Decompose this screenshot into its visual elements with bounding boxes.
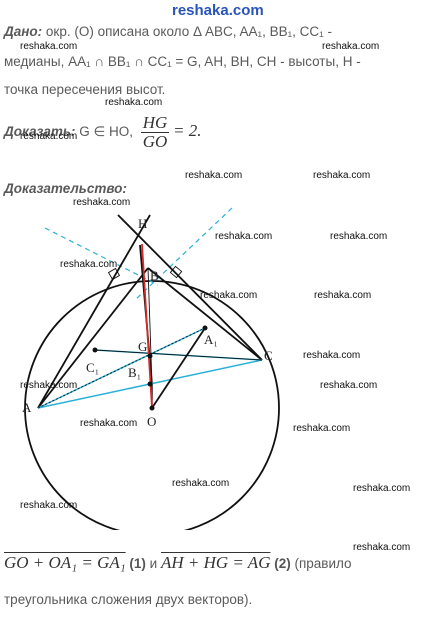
median-aa1 [37, 327, 206, 409]
label-o: O [147, 414, 156, 429]
watermark: reshaka.com [353, 542, 411, 553]
watermark: reshaka.com [172, 478, 230, 489]
watermark: reshaka.com [215, 231, 273, 242]
side-ab [37, 267, 149, 409]
proof-label: Доказательство: [4, 181, 127, 196]
given-line-2: медианы, AA₁ ∩ BB₁ ∩ CC₁ = G, AH, BH, CH… [4, 54, 361, 69]
equation-conjunction: и [145, 556, 161, 571]
watermark: reshaka.com [185, 170, 243, 181]
given-line-3: точка пересечения высот. [4, 82, 166, 97]
watermark: reshaka.com [313, 170, 371, 181]
watermark: reshaka.com [80, 418, 138, 429]
equation-1: GO + OA₁ = GA₁ [4, 553, 126, 572]
point-c1 [92, 347, 98, 353]
watermark: reshaka.com [105, 97, 163, 108]
site-title: reshaka.com [172, 2, 264, 19]
watermark: reshaka.com [330, 231, 388, 242]
label-a1: A₁ [204, 332, 218, 347]
point-g [147, 353, 153, 359]
line-ah [37, 214, 151, 409]
side-bc [147, 267, 263, 361]
watermark: reshaka.com [20, 500, 78, 511]
ratio-denominator: GO [142, 131, 168, 151]
watermark: reshaka.com [293, 423, 351, 434]
label-h: H [138, 216, 147, 231]
equation-2: AH + HG = AG [160, 553, 271, 572]
watermark: reshaka.com [314, 290, 372, 301]
given-text-1: окр. (O) описана около Δ ABC, AA₁, BB₁, … [42, 24, 332, 39]
ratio-fraction: HG GO [140, 112, 170, 151]
watermark: reshaka.com [200, 290, 258, 301]
point-b1 [147, 381, 153, 387]
prove-label: Доказать: [4, 124, 76, 139]
altitude-extension-left [44, 227, 159, 286]
ratio-numerator: HG [140, 112, 170, 133]
altitude-extension-right [134, 207, 233, 301]
ratio-value: = 2. [173, 121, 202, 140]
line-ch [117, 214, 263, 361]
equation-2-tag: (2) [274, 556, 291, 571]
equation-note-1: (правило [290, 556, 352, 571]
point-a1 [202, 325, 208, 331]
right-angle-mark-left [107, 267, 121, 281]
vector-equations: GO + OA₁ = GA₁ (1) и AH + HG = AG (2) (п… [4, 551, 352, 576]
given-line-1: Дано: окр. (O) описана около Δ ABC, AA₁,… [4, 22, 332, 42]
watermark: reshaka.com [303, 350, 361, 361]
equation-1-tag: (1) [129, 556, 146, 571]
label-b1: B₁ [128, 365, 141, 380]
watermark: reshaka.com [20, 41, 78, 52]
watermark: reshaka.com [320, 380, 378, 391]
median-cc1 [94, 349, 263, 361]
prove-line: Доказать: G ∈ HO, HG GO = 2. [4, 112, 202, 151]
watermark: reshaka.com [20, 380, 78, 391]
watermark: reshaka.com [60, 259, 118, 270]
euler-line-hgo [141, 243, 153, 409]
label-b: B [150, 268, 159, 283]
watermark: reshaka.com [73, 197, 131, 208]
geometry-diagram: H B A₁ G C C₁ B₁ A O [22, 207, 280, 530]
watermark: reshaka.com [20, 131, 78, 142]
label-a: A [22, 400, 32, 415]
segment-oa1 [151, 327, 206, 409]
label-c1: C₁ [86, 360, 99, 375]
label-c: C [264, 348, 273, 363]
watermark: reshaka.com [353, 483, 411, 494]
equation-note-line-2: треугольника сложения двух векторов). [4, 592, 253, 607]
prove-statement: G ∈ HO, [75, 124, 133, 139]
watermark: reshaka.com [322, 41, 380, 52]
circumcircle [24, 280, 280, 530]
right-angle-mark-right [169, 265, 183, 279]
given-label: Дано: [4, 24, 43, 39]
point-o [149, 405, 155, 411]
median-bb1 [147, 267, 153, 386]
label-g: G [138, 339, 147, 354]
